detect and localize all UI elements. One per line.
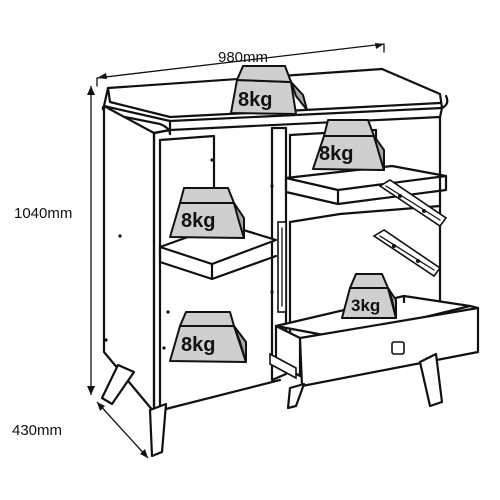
weight-top-label: 8kg	[238, 89, 272, 111]
drawer-slide-upper	[378, 179, 448, 228]
height-dimension	[87, 86, 95, 395]
drawer-slide-lower	[372, 229, 442, 278]
legs	[100, 352, 444, 458]
drawer-knob-icon	[391, 341, 405, 355]
weight-drawer: 3kg	[341, 273, 397, 319]
weight-left-shelf-label: 8kg	[181, 210, 215, 232]
width-label: 980mm	[218, 49, 268, 66]
weight-left-shelf: 8kg	[169, 187, 245, 239]
width-dimension	[96, 43, 385, 87]
shelf-pin-holes	[104, 158, 274, 350]
depth-dimension	[96, 401, 149, 459]
weight-left-bottom: 8kg	[169, 311, 247, 363]
depth-label: 430mm	[12, 422, 62, 439]
weight-drawer-label: 3kg	[351, 296, 380, 315]
weight-top: 8kg	[230, 65, 308, 115]
weight-upper-right: 8kg	[312, 119, 385, 171]
weight-upper-right-label: 8kg	[319, 143, 353, 165]
height-label: 1040mm	[14, 205, 72, 222]
weight-left-bottom-label: 8kg	[181, 334, 215, 356]
